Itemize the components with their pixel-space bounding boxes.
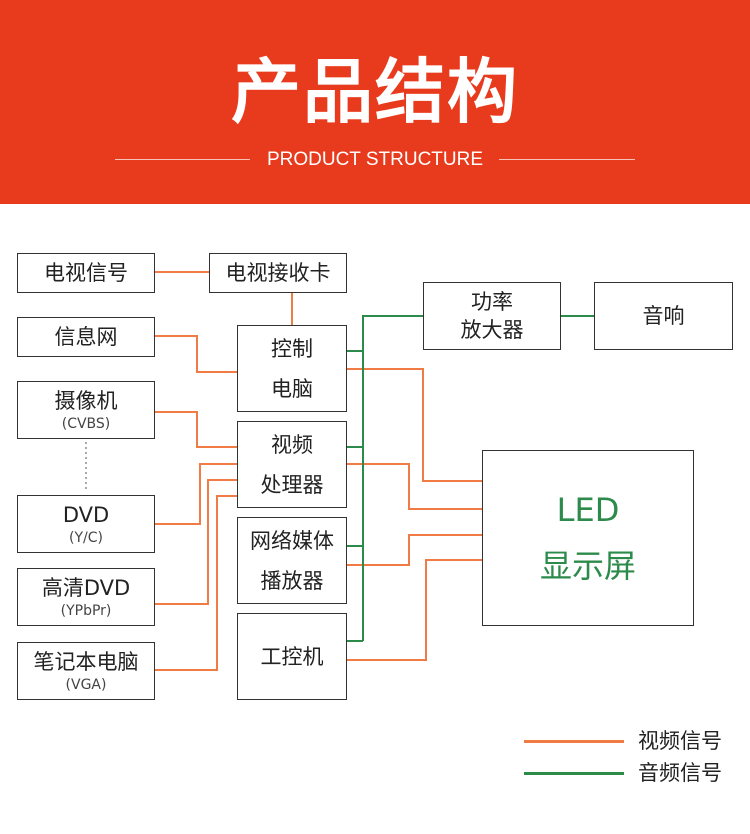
laptop-label: 笔记本电脑 [33, 650, 139, 674]
page-title: 产品结构 [231, 51, 519, 133]
led-display-label-line2: 显示屏 [539, 547, 636, 585]
hd-dvd-box: 高清DVD (YPbPr) [17, 568, 155, 626]
audio-wire [362, 315, 423, 641]
legend-video-label: 视频信号 [638, 729, 722, 753]
tv-receiver-card-label: 电视接收卡 [225, 261, 331, 285]
control-pc-label-line2: 电脑 [271, 376, 313, 401]
tv-signal-label: 电视信号 [44, 261, 128, 285]
subtitle-divider-left [115, 159, 250, 160]
control-pc-label-line1: 控制 [271, 336, 313, 361]
camera-sublabel: (CVBS) [61, 416, 111, 432]
video-wire [155, 495, 237, 671]
info-network-box: 信息网 [17, 317, 155, 357]
network-media-player-label-line2: 播放器 [260, 568, 324, 593]
video-wire [347, 463, 482, 510]
tv-receiver-card-box: 电视接收卡 [209, 253, 347, 293]
laptop-sublabel: (VGA) [65, 677, 107, 693]
video-wire [347, 368, 482, 482]
video-wire [347, 559, 482, 661]
laptop-box: 笔记本电脑 (VGA) [17, 642, 155, 700]
info-network-label: 信息网 [54, 325, 118, 349]
dvd-label: DVD [62, 503, 110, 527]
network-media-player-box: 网络媒体 播放器 [237, 517, 347, 604]
network-media-player-label-line1: 网络媒体 [250, 528, 334, 553]
industrial-pc-box: 工控机 [237, 613, 347, 700]
speaker-box: 音响 [594, 282, 733, 350]
video-wires [155, 271, 482, 671]
led-display-box: LED 显示屏 [482, 450, 694, 626]
control-pc-box: 控制 电脑 [237, 325, 347, 412]
legend-video-swatch [524, 740, 624, 743]
video-processor-label-line2: 处理器 [260, 472, 324, 497]
audio-wires [347, 315, 594, 642]
camera-box: 摄像机 (CVBS) [17, 381, 155, 439]
camera-label: 摄像机 [54, 389, 118, 413]
hd-dvd-sublabel: (YPbPr) [60, 603, 112, 619]
industrial-pc-label: 工控机 [260, 644, 324, 669]
subtitle-divider-right [499, 159, 635, 160]
video-wire [155, 411, 237, 448]
video-processor-box: 视频 处理器 [237, 421, 347, 508]
led-display-label-line1: LED [556, 491, 620, 529]
video-wire [155, 479, 237, 605]
video-wire [155, 335, 237, 373]
dvd-box: DVD (Y/C) [17, 495, 155, 553]
hd-dvd-label: 高清DVD [41, 576, 131, 600]
legend-audio-swatch [524, 772, 624, 775]
power-amplifier-label-line1: 功率 [471, 290, 513, 314]
video-processor-label-line1: 视频 [271, 432, 313, 457]
speaker-label: 音响 [642, 304, 685, 328]
power-amplifier-label-line2: 放大器 [460, 318, 524, 342]
page-subtitle: PRODUCT STRUCTURE [266, 149, 484, 170]
video-wire [155, 463, 237, 525]
header-banner: 产品结构 PRODUCT STRUCTURE [0, 0, 750, 204]
power-amplifier-box: 功率 放大器 [423, 282, 561, 350]
dvd-sublabel: (Y/C) [69, 530, 103, 546]
tv-signal-box: 电视信号 [17, 253, 155, 293]
video-wire [347, 534, 482, 566]
legend-audio-label: 音频信号 [638, 761, 722, 785]
